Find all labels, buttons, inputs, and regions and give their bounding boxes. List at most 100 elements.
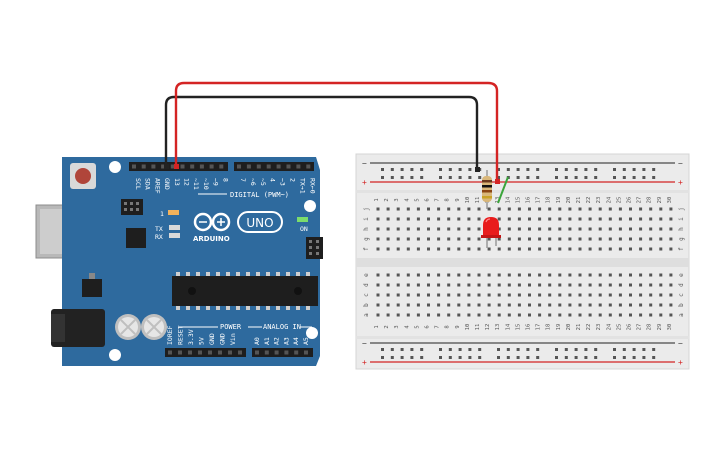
breadboard-hole[interactable] [457, 207, 461, 211]
breadboard-hole[interactable] [568, 237, 572, 241]
rail-hole[interactable] [516, 168, 520, 171]
header-pin[interactable] [208, 350, 212, 355]
breadboard-hole[interactable] [568, 313, 572, 317]
rail-hole[interactable] [400, 168, 404, 171]
rail-hole[interactable] [584, 168, 588, 171]
breadboard-hole[interactable] [517, 293, 521, 297]
breadboard-hole[interactable] [467, 237, 471, 241]
breadboard-hole[interactable] [659, 217, 663, 221]
breadboard-hole[interactable] [386, 207, 390, 211]
breadboard-hole[interactable] [618, 207, 622, 211]
breadboard-hole[interactable] [487, 303, 491, 307]
breadboard-hole[interactable] [558, 217, 562, 221]
breadboard-hole[interactable] [497, 293, 501, 297]
breadboard-hole[interactable] [608, 313, 612, 317]
breadboard-hole[interactable] [528, 247, 531, 251]
rail-hole[interactable] [594, 176, 598, 179]
rail-hole[interactable] [390, 168, 394, 171]
breadboard-hole[interactable] [376, 283, 380, 287]
breadboard-hole[interactable] [386, 303, 390, 307]
breadboard-hole[interactable] [447, 293, 451, 297]
breadboard-hole[interactable] [669, 217, 673, 221]
breadboard-hole[interactable] [457, 283, 461, 287]
breadboard-hole[interactable] [437, 303, 441, 307]
breadboard-hole[interactable] [517, 273, 521, 277]
breadboard-hole[interactable] [598, 217, 602, 221]
rail-hole[interactable] [632, 356, 636, 359]
breadboard-hole[interactable] [649, 247, 653, 251]
breadboard-hole[interactable] [477, 273, 481, 277]
breadboard-hole[interactable] [629, 283, 632, 287]
breadboard-hole[interactable] [437, 247, 441, 251]
breadboard-hole[interactable] [548, 283, 552, 287]
rail-hole[interactable] [400, 176, 404, 179]
black-wire-gnd[interactable] [164, 95, 479, 170]
breadboard-hole[interactable] [467, 273, 471, 277]
breadboard-hole[interactable] [598, 227, 602, 231]
header-pin[interactable] [255, 350, 259, 355]
breadboard-hole[interactable] [406, 237, 410, 241]
breadboard-hole[interactable] [568, 217, 572, 221]
breadboard-hole[interactable] [558, 303, 562, 307]
breadboard-hole[interactable] [467, 227, 471, 231]
breadboard-hole[interactable] [558, 313, 562, 317]
breadboard-hole[interactable] [517, 283, 521, 287]
breadboard-hole[interactable] [578, 293, 582, 297]
rail-hole[interactable] [381, 356, 384, 359]
breadboard-hole[interactable] [507, 247, 511, 251]
breadboard-hole[interactable] [467, 217, 471, 221]
rail-hole[interactable] [448, 168, 452, 171]
breadboard-hole[interactable] [598, 207, 602, 211]
rail-hole[interactable] [410, 176, 414, 179]
rail-hole[interactable] [439, 348, 442, 351]
breadboard-hole[interactable] [538, 247, 542, 251]
breadboard-hole[interactable] [416, 303, 420, 307]
breadboard-hole[interactable] [416, 237, 420, 241]
breadboard-hole[interactable] [497, 273, 501, 277]
breadboard-hole[interactable] [507, 293, 511, 297]
rail-hole[interactable] [381, 168, 384, 171]
breadboard-hole[interactable] [618, 217, 622, 221]
rail-hole[interactable] [420, 168, 424, 171]
header-pin[interactable] [168, 350, 172, 355]
breadboard-hole[interactable] [588, 273, 592, 277]
breadboard-hole[interactable] [386, 283, 390, 287]
rail-hole[interactable] [632, 348, 636, 351]
breadboard-hole[interactable] [669, 273, 673, 277]
breadboard-hole[interactable] [548, 227, 552, 231]
rail-hole[interactable] [526, 168, 530, 171]
breadboard-hole[interactable] [467, 283, 471, 287]
header-pin[interactable] [264, 350, 269, 355]
breadboard-hole[interactable] [447, 273, 451, 277]
breadboard-hole[interactable] [548, 217, 552, 221]
breadboard-hole[interactable] [618, 237, 622, 241]
header-pin[interactable] [219, 164, 224, 169]
rail-hole[interactable] [574, 348, 578, 351]
breadboard-hole[interactable] [406, 283, 410, 287]
breadboard-hole[interactable] [437, 207, 441, 211]
rail-hole[interactable] [458, 168, 462, 171]
breadboard-hole[interactable] [618, 303, 622, 307]
breadboard-hole[interactable] [427, 293, 430, 297]
rail-hole[interactable] [506, 356, 510, 359]
breadboard-hole[interactable] [487, 293, 491, 297]
rail-hole[interactable] [594, 168, 598, 171]
breadboard-hole[interactable] [538, 237, 542, 241]
rail-hole[interactable] [584, 356, 588, 359]
header-pin[interactable] [266, 164, 271, 169]
breadboard-hole[interactable] [659, 247, 663, 251]
breadboard-hole[interactable] [427, 237, 430, 241]
rail-hole[interactable] [390, 348, 394, 351]
breadboard-hole[interactable] [588, 247, 592, 251]
breadboard-hole[interactable] [568, 283, 572, 287]
rail-hole[interactable] [574, 176, 578, 179]
breadboard-hole[interactable] [629, 293, 632, 297]
breadboard-hole[interactable] [568, 293, 572, 297]
breadboard-hole[interactable] [548, 207, 552, 211]
rail-hole[interactable] [458, 176, 462, 179]
breadboard-hole[interactable] [376, 237, 380, 241]
rail-hole[interactable] [497, 168, 500, 171]
breadboard-hole[interactable] [588, 313, 592, 317]
breadboard-hole[interactable] [406, 247, 410, 251]
breadboard-hole[interactable] [477, 247, 481, 251]
